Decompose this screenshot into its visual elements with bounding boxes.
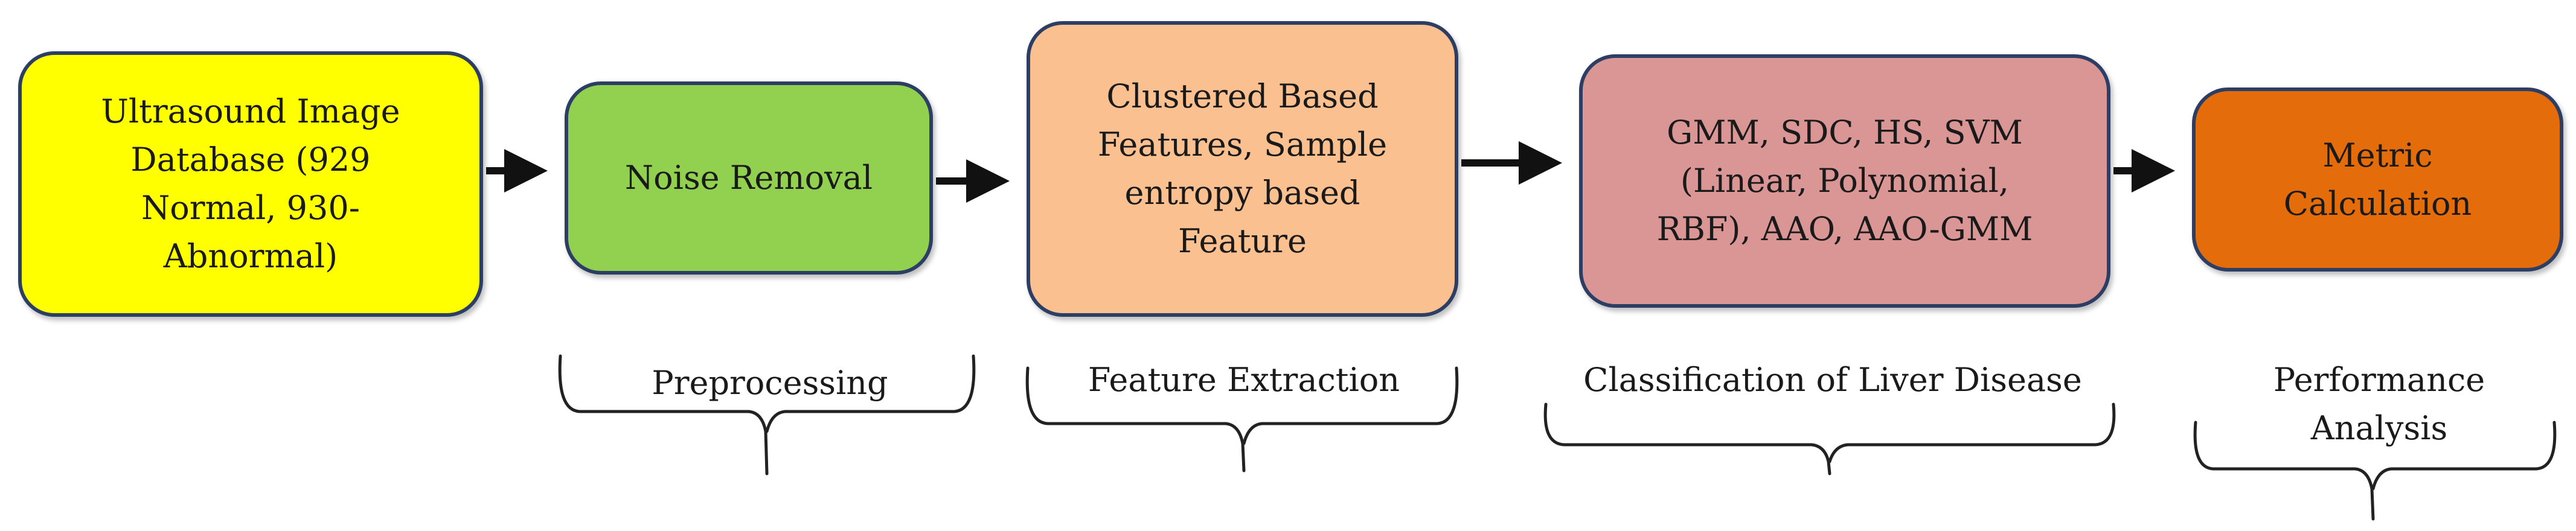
brace-preprocessing [558,354,976,475]
brace-classification [1543,402,2116,475]
block-classifiers-text: GMM, SDC, HS, SVM (Linear, Polynomial, R… [1656,113,2033,248]
block-feature-extraction: Clustered Based Features, Sample entropy… [1027,21,1458,317]
stage-label-performance-analysis: Performance Analysis [2273,361,2485,447]
block-ultrasound-database: Ultrasound Image Database (929 Normal, 9… [18,51,483,317]
brace-performance [2193,421,2557,521]
stage-label-classification: Classification of Liver Disease [1583,361,2082,399]
block-metric-calculation-text: Metric Calculation [2283,136,2472,223]
stage-label-feature-extraction: Feature Extraction [1088,361,1400,399]
block-metric-calculation: Metric Calculation [2192,87,2563,272]
block-noise-removal: Noise Removal [565,81,933,275]
block-ultrasound-database-text: Ultrasound Image Database (929 Normal, 9… [101,92,400,275]
block-feature-extraction-text: Clustered Based Features, Sample entropy… [1097,77,1388,260]
block-classifiers: GMM, SDC, HS, SVM (Linear, Polynomial, R… [1579,54,2110,308]
stage-label-preprocessing: Preprocessing [652,364,888,402]
block-noise-removal-text: Noise Removal [624,159,873,197]
brace-feature-extraction [1025,366,1459,472]
